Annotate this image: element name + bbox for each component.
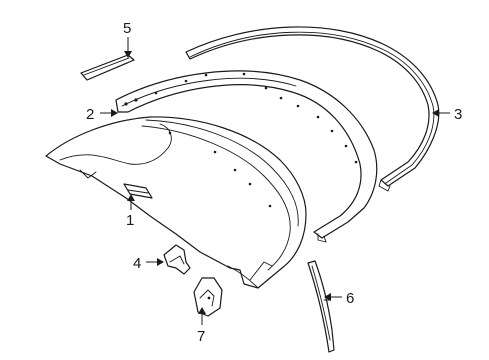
part-1-cover-panel bbox=[45, 116, 307, 289]
part-2-retainer-rail bbox=[115, 70, 378, 243]
callout-1: 1 bbox=[126, 212, 134, 229]
callout-labels: 5 2 3 1 4 6 7 bbox=[86, 20, 462, 345]
leader-lines bbox=[100, 37, 450, 325]
callout-6: 6 bbox=[346, 290, 354, 307]
callout-7: 7 bbox=[197, 328, 205, 345]
part-6-side-molding bbox=[307, 260, 335, 353]
part-5-strip bbox=[80, 54, 135, 81]
part-4-clip bbox=[163, 244, 191, 275]
callout-3: 3 bbox=[454, 106, 462, 123]
callout-2: 2 bbox=[86, 106, 94, 123]
part-7-bracket bbox=[193, 277, 223, 317]
part-3-weatherstrip bbox=[185, 26, 440, 192]
callout-5: 5 bbox=[123, 20, 131, 37]
callout-4: 4 bbox=[133, 255, 141, 272]
